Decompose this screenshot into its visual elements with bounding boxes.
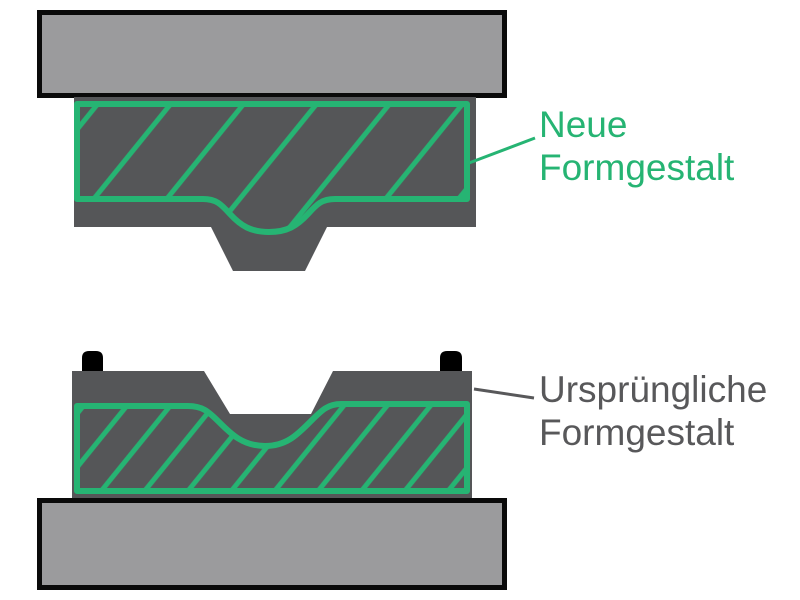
new-shape-label-line2: Formgestalt — [539, 147, 735, 188]
original-shape-label-line1: Ursprüngliche — [539, 369, 768, 410]
stop-block-right — [440, 351, 462, 372]
original-shape-leader-line — [473, 387, 535, 400]
original-shape-label: Ursprüngliche Formgestalt — [539, 368, 799, 454]
new-shape-label-line1: Neue — [539, 104, 628, 145]
original-shape-label-line2: Formgestalt — [539, 412, 735, 453]
part-original-shape — [74, 401, 470, 494]
part-new-shape — [74, 101, 470, 235]
new-shape-leader-line — [468, 136, 536, 165]
lower-press-platen — [37, 498, 507, 590]
stop-block-left — [82, 351, 103, 372]
upper-press-platen — [37, 10, 507, 98]
new-shape-label: Neue Formgestalt — [539, 103, 799, 189]
